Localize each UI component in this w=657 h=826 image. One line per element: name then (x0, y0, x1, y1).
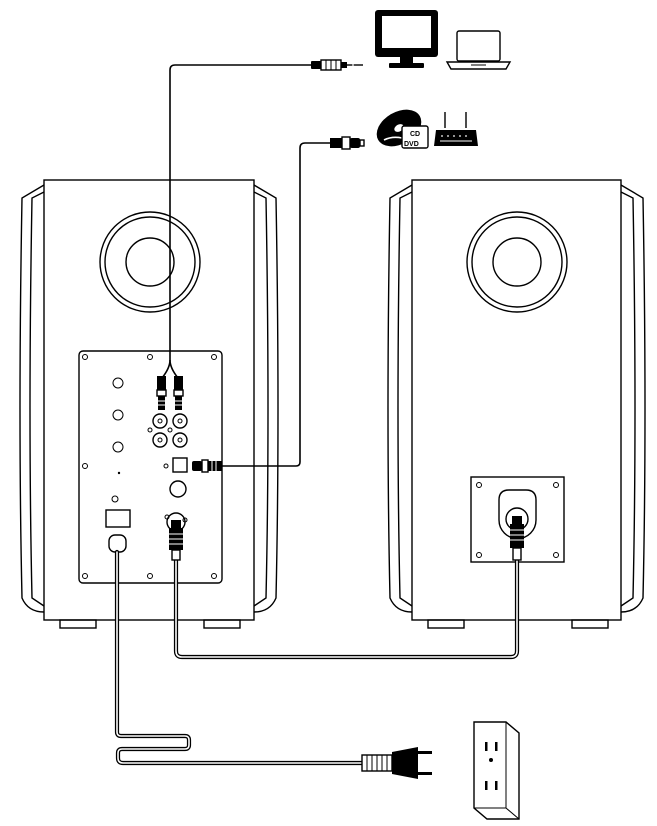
speaker-link-plug-left-icon (169, 520, 183, 561)
wall-outlet-icon (473, 721, 520, 820)
left-woofer (99, 211, 201, 313)
dvd-label: DVD (404, 141, 419, 148)
optical-cable (192, 136, 365, 473)
optical-input-port[interactable] (172, 457, 188, 473)
cd-label: CD (410, 131, 420, 138)
aux-rca-cable (156, 59, 363, 410)
rca-input-jacks[interactable] (147, 413, 188, 448)
desktop-computer-icon (375, 10, 438, 68)
laptop-icon (445, 30, 512, 70)
speaker-link-cable (169, 516, 524, 660)
bass-knob-icon[interactable] (112, 441, 124, 453)
cd-dvd-disc-icon: CD DVD (376, 109, 429, 149)
right-woofer (466, 211, 568, 313)
left-speaker (19, 179, 279, 629)
router-icon (434, 112, 478, 146)
power-plug-icon (361, 747, 432, 779)
speaker-link-plug-right-icon (510, 516, 524, 561)
pairing-button-icon[interactable] (111, 495, 119, 503)
treble-knob-icon[interactable] (112, 409, 124, 421)
volume-knob-icon[interactable] (112, 377, 124, 389)
aux-input-jack[interactable] (169, 480, 187, 498)
aux-35mm-plug-icon (311, 59, 363, 71)
power-cable (114, 549, 432, 779)
optical-plug-panel-icon (192, 459, 222, 473)
rca-plugs-icon (156, 376, 184, 410)
right-input-plate (470, 476, 565, 563)
optical-plug-top-icon (330, 136, 365, 150)
power-switch[interactable] (105, 509, 131, 528)
